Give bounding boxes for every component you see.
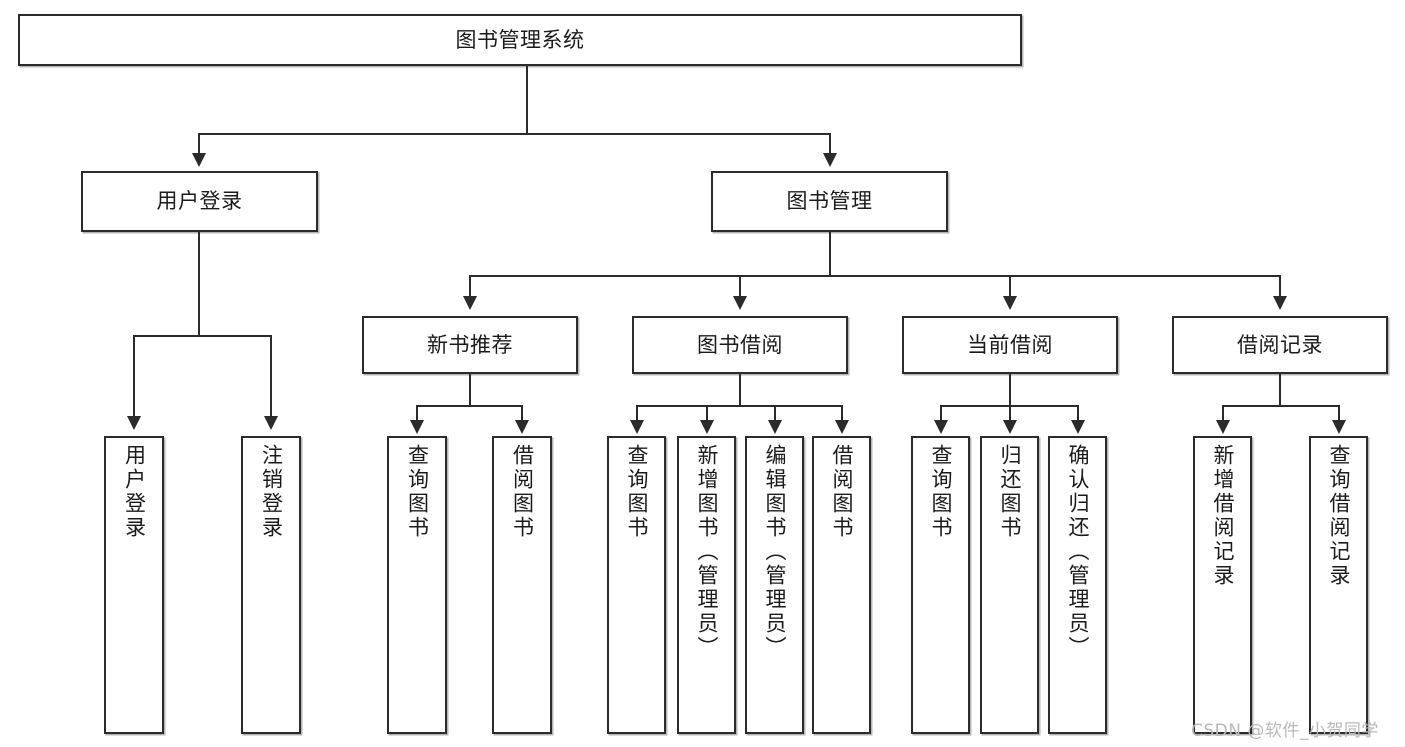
node-label: 确认归还（管理员） [1065,444,1090,660]
connector-to-current-borrow [1009,275,1011,297]
arrow-book-borrow-child-3 [768,420,782,434]
connector-new-book-stem [469,374,471,406]
node-current-borrow[interactable]: 当前借阅 [902,316,1118,374]
node-label: 新增借阅记录 [1210,444,1235,588]
arrow-book-borrow-child-2 [700,420,714,434]
node-label: 查询图书 [928,444,953,540]
leaf-borrow-record-query-record[interactable]: 查询借阅记录 [1309,436,1368,734]
leaf-current-borrow-return-book[interactable]: 归还图书 [980,436,1039,734]
leaf-book-borrow-add-book[interactable]: 新增图书（管理员） [677,436,736,734]
arrow-book-borrow-child-1 [630,420,644,434]
node-user-login[interactable]: 用户登录 [81,171,318,232]
node-label: 归还图书 [997,444,1022,540]
connector-root-stem [526,66,528,134]
leaf-book-borrow-edit-book[interactable]: 编辑图书（管理员） [745,436,804,734]
arrow-to-new-book [463,296,477,310]
connector-book-borrow-child-3 [774,405,776,421]
connector-level2-bus [469,275,1280,277]
leaf-user-login-login[interactable]: 用户登录 [104,436,164,734]
arrow-new-book-child-1 [410,420,424,434]
node-label: 新增图书（管理员） [694,444,719,660]
node-label: 图书管理系统 [455,27,585,52]
connector-book-borrow-child-2 [706,405,708,421]
arrow-current-borrow-child-2 [1003,420,1017,434]
connector-current-borrow-child-3 [1077,405,1079,421]
arrow-to-book-borrow [733,296,747,310]
node-label: 当前借阅 [967,332,1053,357]
connector-root-bus [198,133,830,135]
connector-book-borrow-stem [739,374,741,406]
connector-new-book-bus [416,405,523,407]
node-label: 借阅图书 [510,444,535,540]
node-label: 用户登录 [122,444,147,540]
leaf-book-borrow-borrow-book[interactable]: 借阅图书 [812,436,871,734]
node-label: 图书借阅 [697,332,783,357]
arrow-current-borrow-child-3 [1071,420,1085,434]
connector-new-book-child-2 [521,405,523,421]
arrow-current-borrow-child-1 [934,420,948,434]
node-label: 借阅图书 [829,444,854,540]
connector-to-new-book [469,275,471,297]
arrow-book-borrow-child-4 [835,420,849,434]
leaf-current-borrow-confirm-return[interactable]: 确认归还（管理员） [1048,436,1107,734]
connector-borrow-record-bus [1222,405,1339,407]
leaf-current-borrow-query-book[interactable]: 查询图书 [911,436,970,734]
node-label: 编辑图书（管理员） [762,444,787,660]
connector-user-login-child-1 [133,335,135,417]
connector-book-borrow-child-4 [841,405,843,421]
arrow-borrow-record-child-2 [1332,420,1346,434]
arrow-user-login-child-1 [127,416,141,430]
node-label: 借阅记录 [1237,332,1323,357]
connector-borrow-record-child-1 [1222,405,1224,421]
connector-new-book-child-1 [416,405,418,421]
connector-to-book-mgmt [829,133,831,155]
connector-current-borrow-stem [1009,374,1011,406]
node-label: 查询借阅记录 [1326,444,1351,588]
arrow-to-book-mgmt [823,153,837,167]
leaf-user-login-logout[interactable]: 注销登录 [241,436,301,734]
connector-borrow-record-stem [1279,374,1281,406]
node-label: 新书推荐 [427,332,513,357]
connector-book-borrow-bus [636,405,842,407]
connector-to-borrow-record [1279,275,1281,297]
connector-book-borrow-child-1 [636,405,638,421]
connector-current-borrow-child-2 [1009,405,1011,421]
arrow-to-current-borrow [1003,296,1017,310]
arrow-new-book-child-2 [515,420,529,434]
leaf-new-book-query-book[interactable]: 查询图书 [387,436,447,734]
connector-user-login-stem [198,232,200,336]
connector-user-login-bus [133,335,272,337]
connector-borrow-record-child-2 [1338,405,1340,421]
node-label: 图书管理 [786,189,873,214]
node-label: 查询图书 [624,444,649,540]
node-new-book-recommend[interactable]: 新书推荐 [362,316,578,374]
arrow-to-user-login [192,153,206,167]
arrow-user-login-child-2 [264,416,278,430]
node-root-system[interactable]: 图书管理系统 [18,14,1022,66]
connector-user-login-child-2 [270,335,272,417]
node-book-borrow[interactable]: 图书借阅 [632,316,848,374]
node-label: 用户登录 [156,189,243,214]
watermark-text: CSDN @软件_小贺同学 [1191,721,1379,741]
leaf-book-borrow-query-book[interactable]: 查询图书 [607,436,666,734]
leaf-new-book-borrow-book[interactable]: 借阅图书 [492,436,552,734]
node-label: 查询图书 [405,444,430,540]
connector-to-user-login [198,133,200,155]
node-book-management[interactable]: 图书管理 [711,171,948,232]
connector-book-mgmt-stem [829,232,831,276]
leaf-borrow-record-add-record[interactable]: 新增借阅记录 [1193,436,1252,734]
connector-to-book-borrow [739,275,741,297]
node-borrow-record[interactable]: 借阅记录 [1172,316,1388,374]
arrow-borrow-record-child-1 [1216,420,1230,434]
node-label: 注销登录 [259,444,284,540]
arrow-to-borrow-record [1273,296,1287,310]
connector-current-borrow-child-1 [940,405,942,421]
